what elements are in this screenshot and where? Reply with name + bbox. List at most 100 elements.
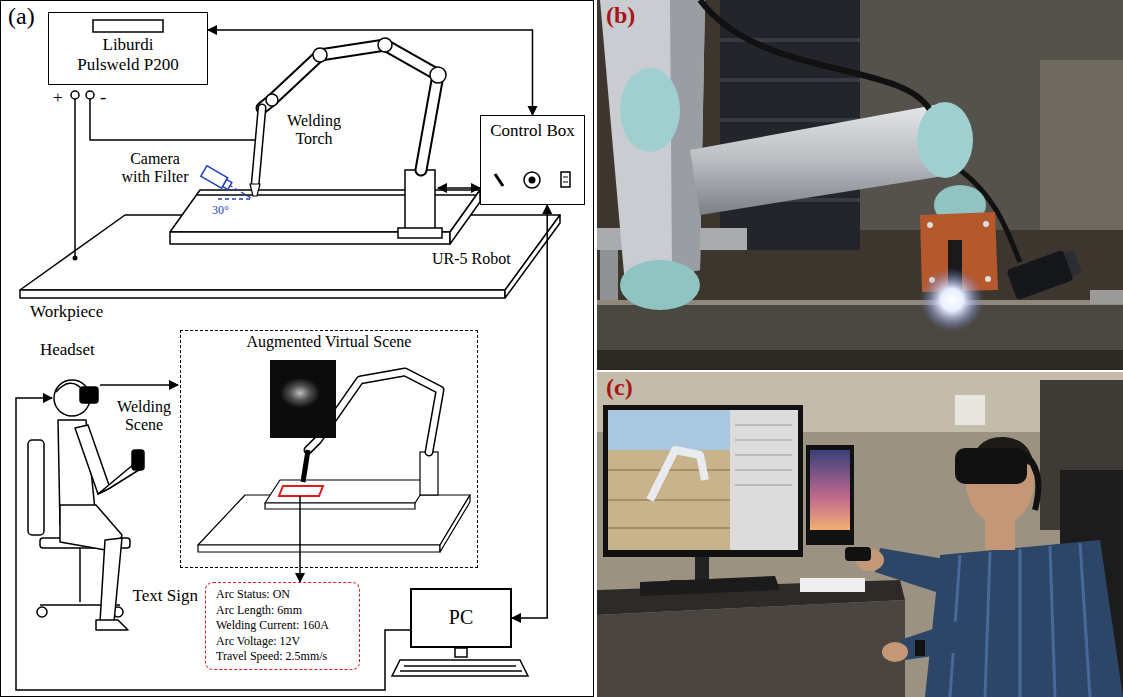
terminal bbox=[71, 91, 79, 99]
connector bbox=[208, 30, 533, 115]
operator-photo bbox=[735, 425, 792, 426]
robot-welding-photo bbox=[960, 170, 1020, 262]
robot-welding-photo bbox=[600, 0, 705, 285]
operator-photo bbox=[1040, 380, 1123, 530]
virtual-robot bbox=[308, 372, 440, 452]
cable bbox=[100, 384, 178, 386]
operator-photo bbox=[608, 469, 730, 471]
welding-torch bbox=[255, 108, 262, 186]
virtual-robot bbox=[303, 372, 440, 495]
camera bbox=[201, 166, 228, 188]
operator bbox=[113, 607, 123, 617]
operator bbox=[40, 538, 130, 548]
robot-welding-photo bbox=[1064, 250, 1082, 276]
robot-welding-photo bbox=[620, 68, 680, 152]
operator-photo bbox=[1080, 543, 1090, 697]
robot-arm bbox=[430, 67, 446, 83]
robot-welding-photo bbox=[985, 276, 991, 282]
operator bbox=[98, 459, 142, 494]
computer bbox=[392, 660, 528, 676]
cable bbox=[16, 398, 410, 690]
control-box: Control Box bbox=[480, 115, 585, 205]
virtual-workbench bbox=[265, 503, 415, 509]
operator-photo bbox=[800, 578, 865, 592]
connector-layer bbox=[208, 30, 547, 618]
cable-joint bbox=[73, 256, 78, 261]
control-box-knobs bbox=[495, 174, 503, 186]
control-box-knobs bbox=[561, 172, 570, 187]
operator bbox=[79, 548, 81, 602]
operator bbox=[58, 420, 96, 525]
operator-photo bbox=[735, 485, 792, 486]
operator bbox=[132, 450, 144, 470]
text-sign-box: Text SignArc Status: ONArc Length: 6mmWe… bbox=[205, 582, 360, 670]
robot-arm bbox=[262, 45, 438, 170]
sign-line: Welding Current: 160A bbox=[216, 618, 349, 634]
workpiece bbox=[170, 190, 480, 244]
operator bbox=[96, 620, 128, 630]
operator-photo bbox=[650, 450, 705, 500]
robot-welding-photo bbox=[720, 158, 860, 162]
power-supply-display bbox=[93, 20, 163, 32]
operator-photo bbox=[670, 580, 730, 586]
workbench bbox=[20, 215, 560, 290]
operator bbox=[60, 505, 122, 552]
operator-photo bbox=[1060, 470, 1123, 697]
operator-photo bbox=[955, 395, 985, 425]
device-name: Liburdi Pulsweld P200 bbox=[73, 35, 183, 74]
control-box-knobs bbox=[529, 177, 536, 184]
operator-photo bbox=[597, 372, 1123, 432]
scene-title: Augmented Virtual Scene bbox=[185, 333, 473, 351]
operator-photo bbox=[1025, 455, 1038, 510]
operator-photo bbox=[597, 372, 1123, 697]
sign-heading: Text Sign bbox=[133, 585, 198, 607]
robot-welding-photo bbox=[1090, 290, 1123, 304]
component-label: UR-5 Robot bbox=[432, 250, 511, 268]
robot-welding-photo bbox=[597, 300, 1123, 350]
robot-welding-photo bbox=[929, 277, 935, 283]
operator-photo bbox=[915, 640, 925, 656]
workpiece bbox=[197, 194, 477, 196]
operator-photo bbox=[856, 549, 884, 571]
workbench bbox=[20, 215, 560, 298]
pc-monitor: PC bbox=[410, 588, 512, 648]
component-label: Welding Scene bbox=[112, 398, 176, 435]
sign-line: Arc Voltage: 12V bbox=[216, 634, 349, 650]
robot-welding-photo bbox=[690, 105, 950, 215]
box-title: Control Box bbox=[485, 121, 580, 141]
robot-welding-photo bbox=[983, 221, 989, 227]
component-label: Workpiece bbox=[30, 302, 103, 322]
operator-photo bbox=[966, 440, 1034, 524]
robot-welding-photo bbox=[927, 222, 933, 228]
workpiece bbox=[450, 190, 480, 244]
cable-joint bbox=[73, 256, 78, 261]
workpiece bbox=[170, 232, 450, 244]
panel-label: (c) bbox=[606, 374, 1114, 401]
cable bbox=[438, 187, 480, 189]
computer bbox=[455, 648, 467, 657]
operator-photo bbox=[730, 410, 798, 550]
operator-photo bbox=[1019, 549, 1022, 697]
robot-welding-photo bbox=[620, 260, 700, 310]
robot-welding-photo bbox=[934, 185, 986, 225]
photo-panel: (b) bbox=[597, 0, 1123, 370]
robot-welding-photo bbox=[597, 350, 1123, 370]
operator-photo bbox=[1050, 546, 1055, 697]
camera-view-lines bbox=[218, 185, 253, 199]
power-supply-display bbox=[93, 20, 163, 32]
operator-photo bbox=[603, 405, 803, 557]
robot-welding-photo bbox=[720, 78, 860, 82]
camera bbox=[223, 180, 232, 190]
virtual-workbench bbox=[198, 495, 470, 545]
computer bbox=[400, 670, 522, 672]
operator-photo bbox=[875, 548, 950, 595]
operator-photo bbox=[806, 445, 854, 545]
control-box-knobs bbox=[563, 177, 568, 178]
robot-welding-photo bbox=[920, 268, 984, 332]
operator-photo bbox=[968, 437, 1034, 475]
weld-region-marker bbox=[299, 496, 301, 568]
terminal-sign: - bbox=[100, 86, 106, 108]
robot-arm bbox=[313, 48, 327, 62]
robot-welding-photo bbox=[917, 102, 973, 178]
operator-photo bbox=[608, 410, 798, 550]
